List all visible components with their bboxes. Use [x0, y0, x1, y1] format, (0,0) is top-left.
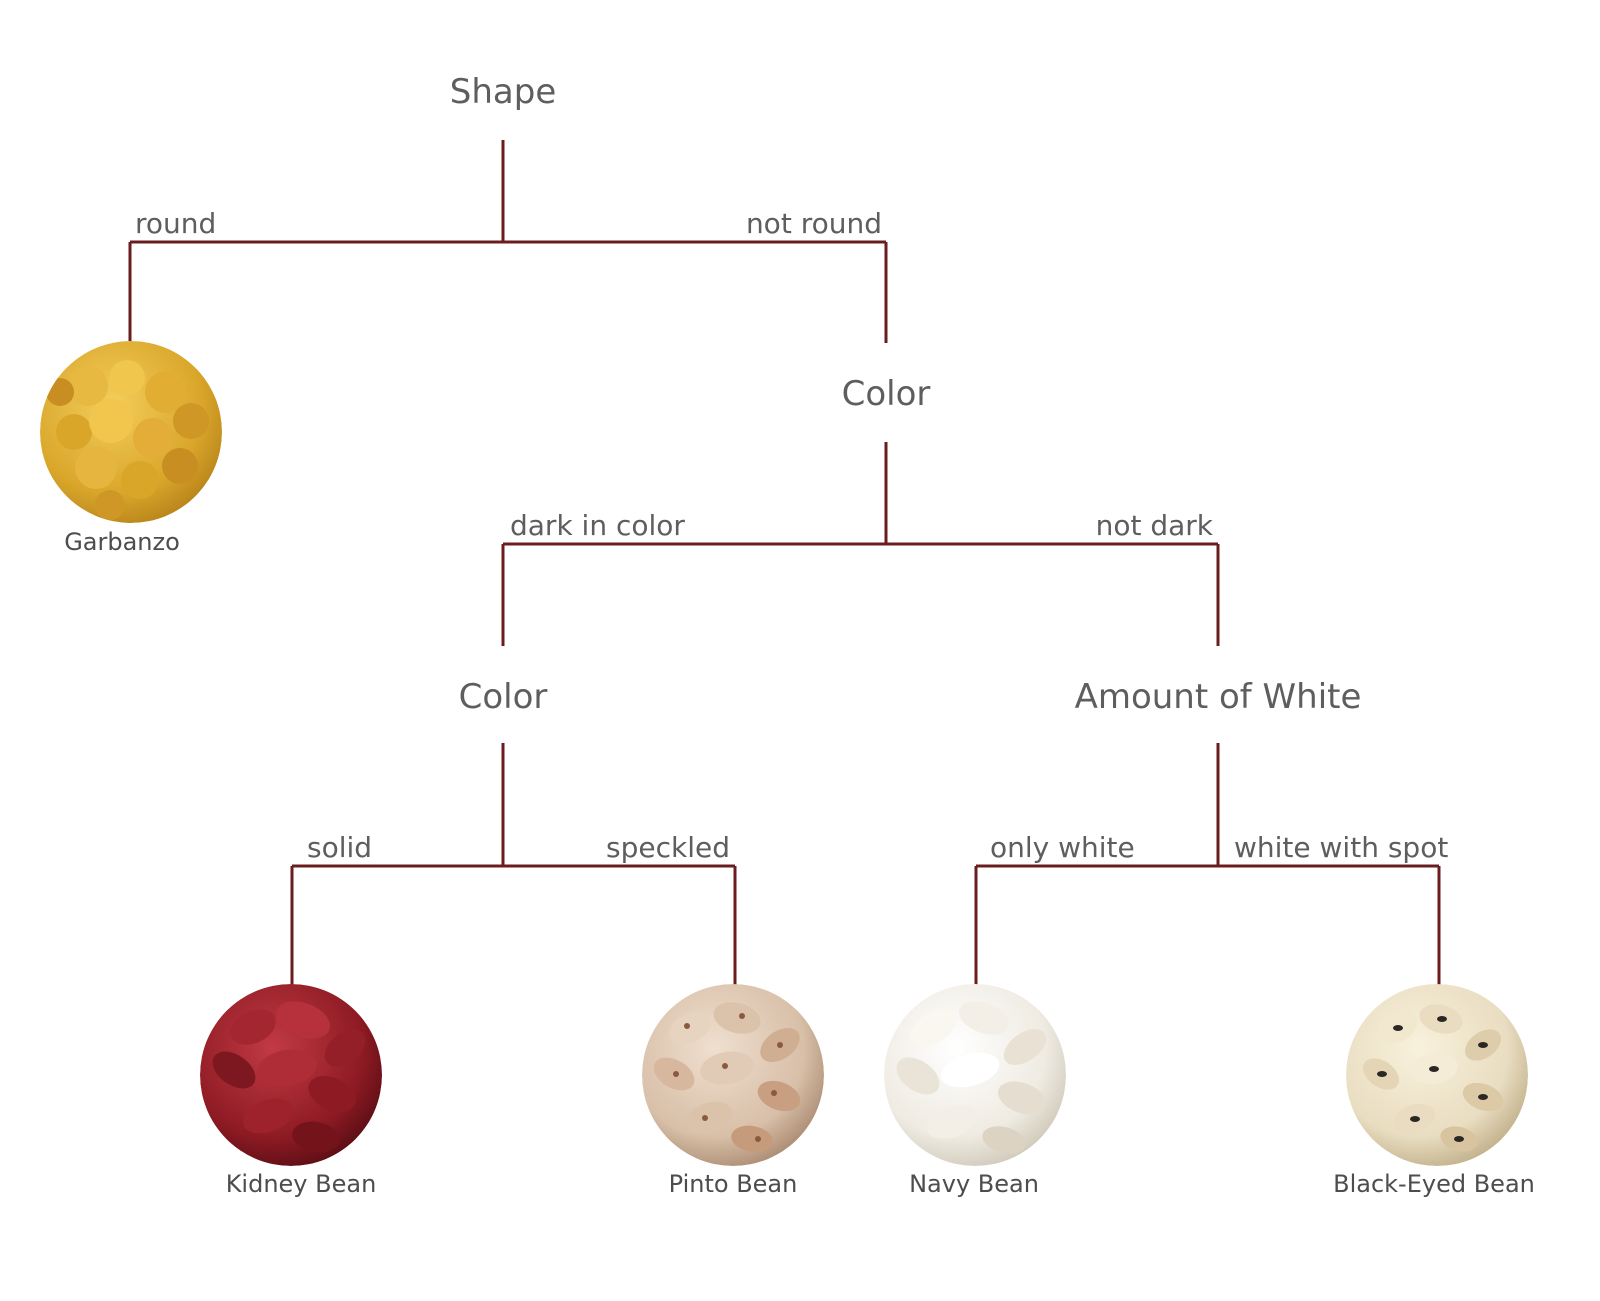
edge-solid-label: solid — [307, 831, 372, 864]
node-amount-of-white-label: Amount of White — [1075, 677, 1362, 717]
leaf-black-eyed-bean-label: Black-Eyed Bean — [1333, 1170, 1535, 1198]
edge-only-white-label: only white — [990, 831, 1135, 864]
navy-bean-image — [884, 984, 1066, 1166]
leaf-navy-bean-label: Navy Bean — [909, 1170, 1039, 1198]
leaf-pinto-bean — [642, 984, 824, 1166]
leaf-garbanzo-label: Garbanzo — [64, 528, 180, 556]
connector-lines — [128, 140, 1441, 986]
black-eyed-bean-image — [1346, 984, 1528, 1166]
edge-white-with-spot-label: white with spot — [1234, 831, 1448, 864]
leaf-black-eyed-bean — [1346, 984, 1528, 1166]
garbanzo-bean-image — [40, 341, 222, 523]
node-color-secondary-label: Color — [459, 677, 548, 717]
kidney-bean-image — [200, 984, 382, 1166]
node-shape-label: Shape — [450, 72, 556, 112]
edge-dark-in-color-label: dark in color — [510, 509, 685, 542]
leaf-garbanzo — [40, 341, 222, 523]
node-color-label: Color — [842, 374, 931, 414]
leaf-navy-bean — [884, 984, 1066, 1166]
edge-speckled-label: speckled — [606, 831, 730, 864]
leaf-pinto-bean-label: Pinto Bean — [669, 1170, 798, 1198]
edge-not-dark-label: not dark — [1096, 509, 1214, 542]
edge-not-round-label: not round — [746, 207, 882, 240]
leaf-kidney-bean-label: Kidney Bean — [226, 1170, 377, 1198]
leaf-kidney-bean — [200, 984, 382, 1166]
edge-round-label: round — [135, 207, 216, 240]
pinto-bean-image — [642, 984, 824, 1166]
